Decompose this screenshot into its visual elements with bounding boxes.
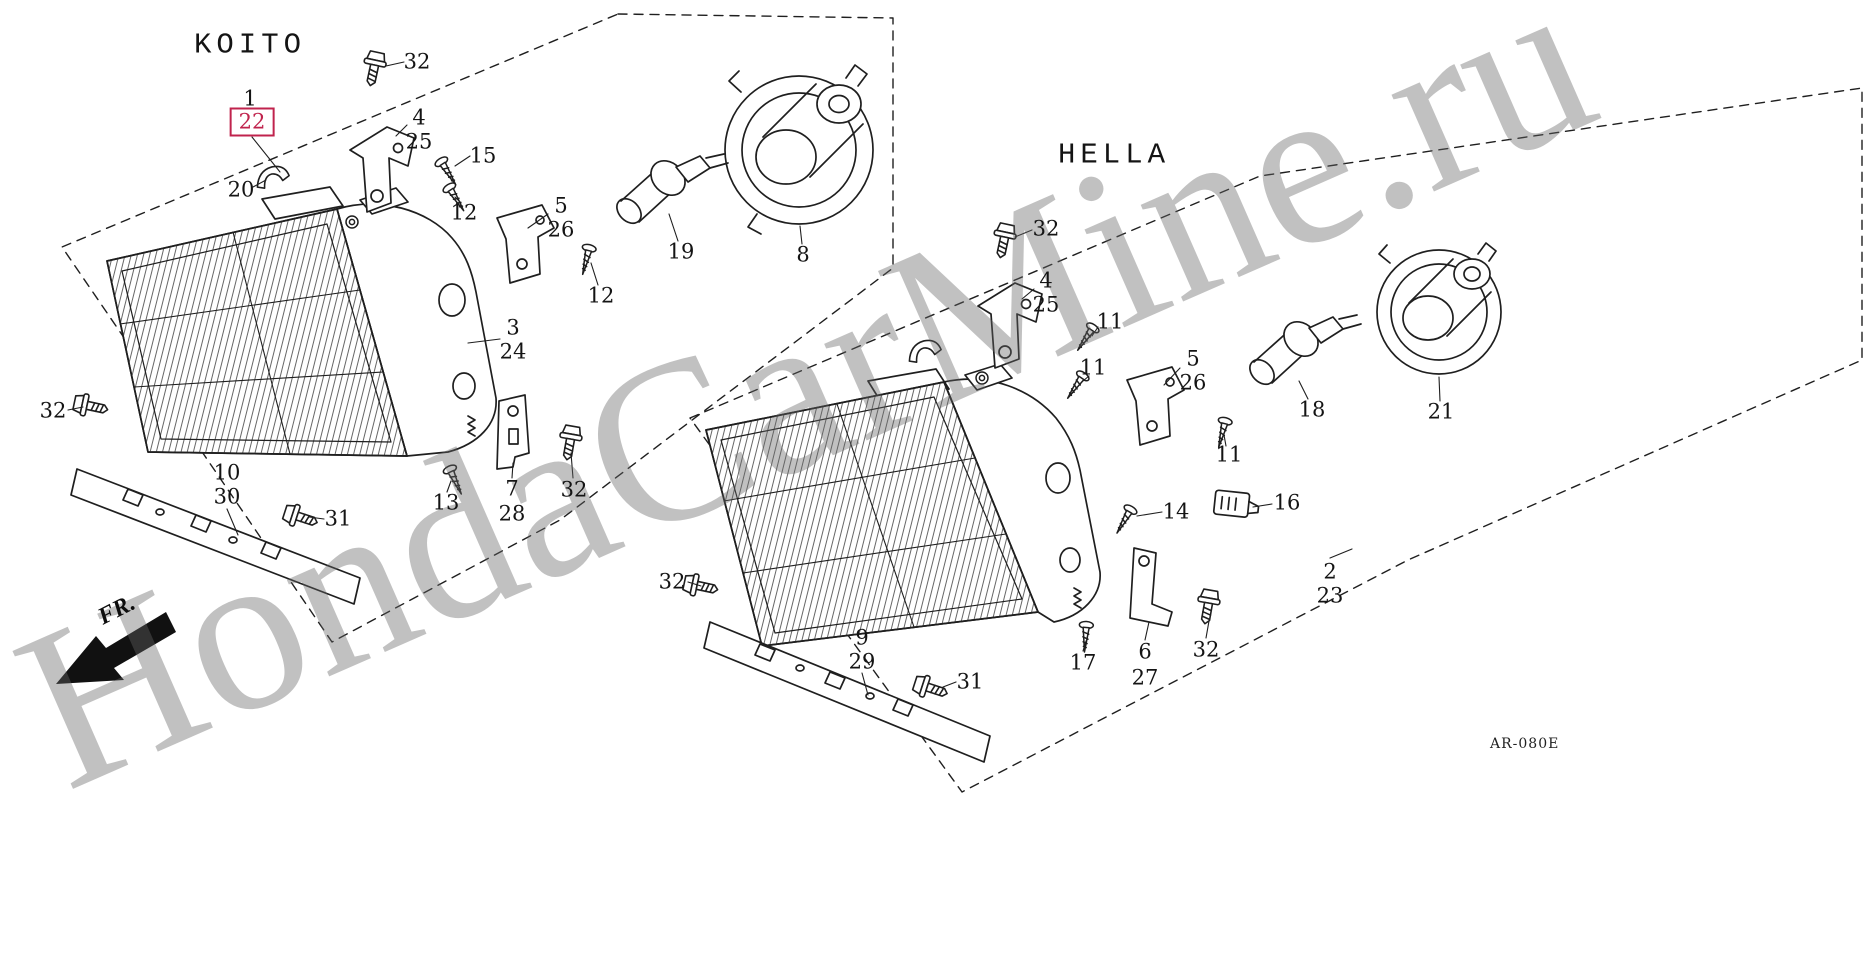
part-callout-21[interactable]: 21 [1427,399,1455,424]
hella-bulb-drawing [1249,314,1362,386]
leader-lines [67,61,1441,696]
part-callout-12[interactable]: 12 [587,283,615,308]
part-callout-2[interactable]: 2 [1323,559,1337,584]
part-callout-8[interactable]: 8 [796,242,810,267]
part-callout-17[interactable]: 17 [1069,650,1097,675]
part-callout-6[interactable]: 6 [1138,639,1152,664]
part-callout-7[interactable]: 7 [505,476,519,501]
part-callout-15[interactable]: 15 [469,143,497,168]
group-label-koito: KOITO [193,28,307,62]
part-callout-19[interactable]: 19 [667,239,695,264]
part-callout-25[interactable]: 25 [405,129,433,154]
part-callout-32[interactable]: 32 [1032,216,1060,241]
part-callout-10[interactable]: 10 [213,460,241,485]
part-callout-11[interactable]: 11 [1079,355,1107,380]
koito-headlight-drawing [106,186,497,457]
part-callout-5[interactable]: 5 [1186,346,1200,371]
part-callout-24[interactable]: 24 [499,339,527,364]
part-callout-22[interactable]: 22 [229,107,275,137]
part-callout-3[interactable]: 3 [506,315,520,340]
part-callout-23[interactable]: 23 [1316,583,1344,608]
part-callout-16[interactable]: 16 [1273,490,1301,515]
group-label-hella: HELLA [1057,138,1171,172]
koito-bulb-drawing [616,153,729,225]
part-callout-13[interactable]: 13 [432,490,460,515]
hella-trim-strip-drawing [703,621,991,763]
part-callout-11[interactable]: 11 [1096,309,1124,334]
fr-arrow-icon [56,612,176,684]
part-callout-32[interactable]: 32 [403,49,431,74]
hella-group-boundary [689,87,1863,793]
part-callout-5[interactable]: 5 [554,193,568,218]
part-callout-9[interactable]: 9 [855,625,869,650]
part-callout-31[interactable]: 31 [324,506,352,531]
hella-connector-16-drawing [1212,489,1260,518]
hella-headlight-drawing [705,363,1101,647]
part-callout-29[interactable]: 29 [848,649,876,674]
part-callout-28[interactable]: 28 [498,501,526,526]
part-callout-4[interactable]: 4 [412,105,426,130]
hella-retainer-ring-drawing [1376,242,1502,375]
part-callout-4[interactable]: 4 [1039,268,1053,293]
diagram-code: AR-080E [1490,736,1560,752]
part-callout-11[interactable]: 11 [1215,442,1243,467]
part-callout-25[interactable]: 25 [1032,292,1060,317]
part-callout-1[interactable]: 1 [243,86,257,111]
part-callout-27[interactable]: 27 [1131,665,1159,690]
koito-trim-strip-drawing [70,468,361,605]
part-callout-32[interactable]: 32 [39,398,67,423]
part-callout-32[interactable]: 32 [658,569,686,594]
part-callout-32[interactable]: 32 [560,477,588,502]
part-callout-26[interactable]: 26 [1179,370,1207,395]
part-callout-12[interactable]: 12 [450,200,478,225]
part-callout-26[interactable]: 26 [547,217,575,242]
hella-bracket-6-27-drawing [1129,547,1173,627]
part-callout-18[interactable]: 18 [1298,397,1326,422]
part-callout-31[interactable]: 31 [956,669,984,694]
part-callout-14[interactable]: 14 [1162,499,1190,524]
koito-retainer-ring-drawing [724,64,874,235]
part-callout-32[interactable]: 32 [1192,637,1220,662]
koito-group-boundary [61,13,894,643]
part-callout-20[interactable]: 20 [227,177,255,202]
koito-bracket-7-28-drawing [496,394,530,470]
part-callout-30[interactable]: 30 [213,484,241,509]
